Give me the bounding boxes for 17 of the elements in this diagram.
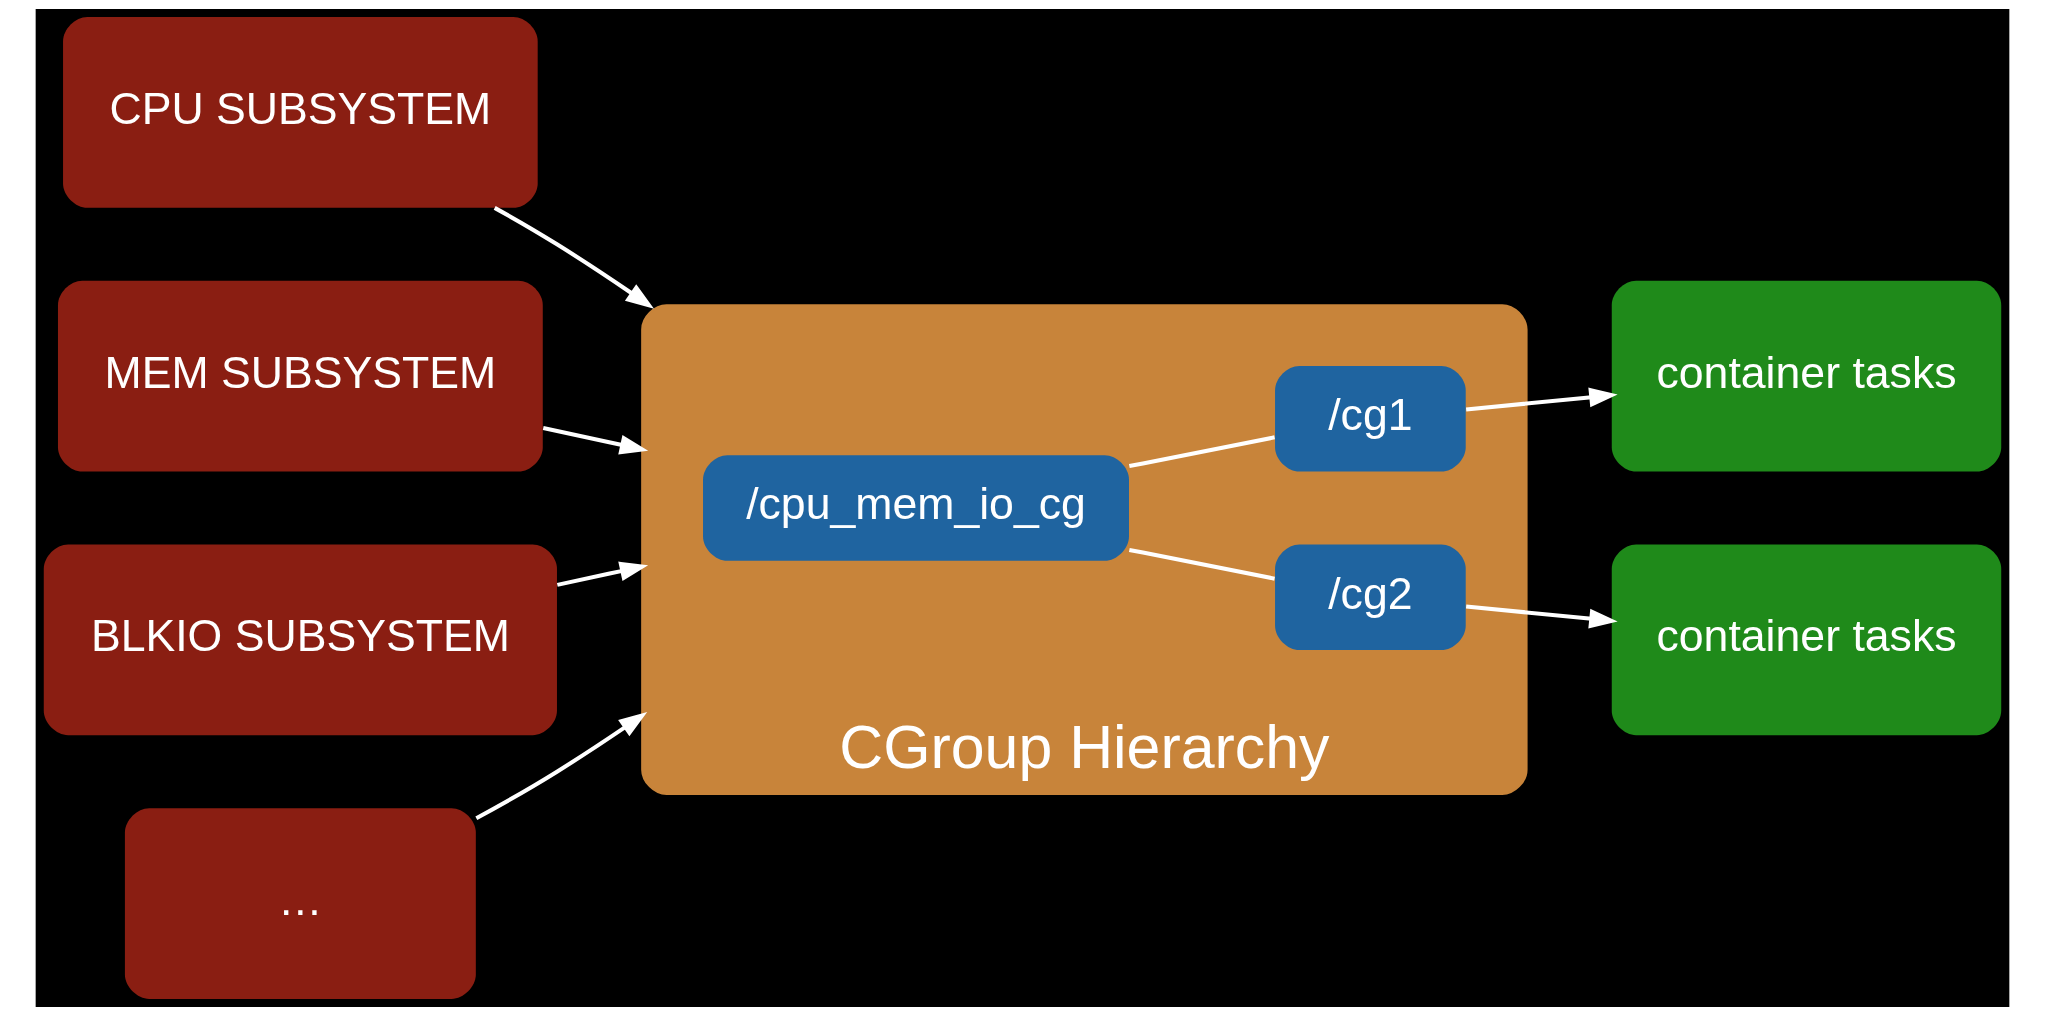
arrow <box>493 205 654 309</box>
node-box: container tasks <box>1611 544 2002 735</box>
node-box: /cg2 <box>1275 544 1466 650</box>
arrow <box>1465 603 1618 629</box>
arrow <box>542 425 649 454</box>
node-box: CPU SUBSYSTEM <box>63 16 538 208</box>
arrow <box>475 711 648 820</box>
node-box: BLKIO SUBSYSTEM <box>43 544 557 735</box>
node-box: /cg1 <box>1275 365 1466 471</box>
arrow <box>1465 386 1618 412</box>
node-box: MEM SUBSYSTEM <box>57 280 543 471</box>
connector <box>1128 547 1275 581</box>
node-box: /cpu_mem_io_cg <box>703 454 1129 561</box>
connector <box>1128 434 1275 468</box>
node-box: … <box>124 807 476 999</box>
node-box: container tasks <box>1611 280 2002 471</box>
arrow <box>556 561 649 587</box>
